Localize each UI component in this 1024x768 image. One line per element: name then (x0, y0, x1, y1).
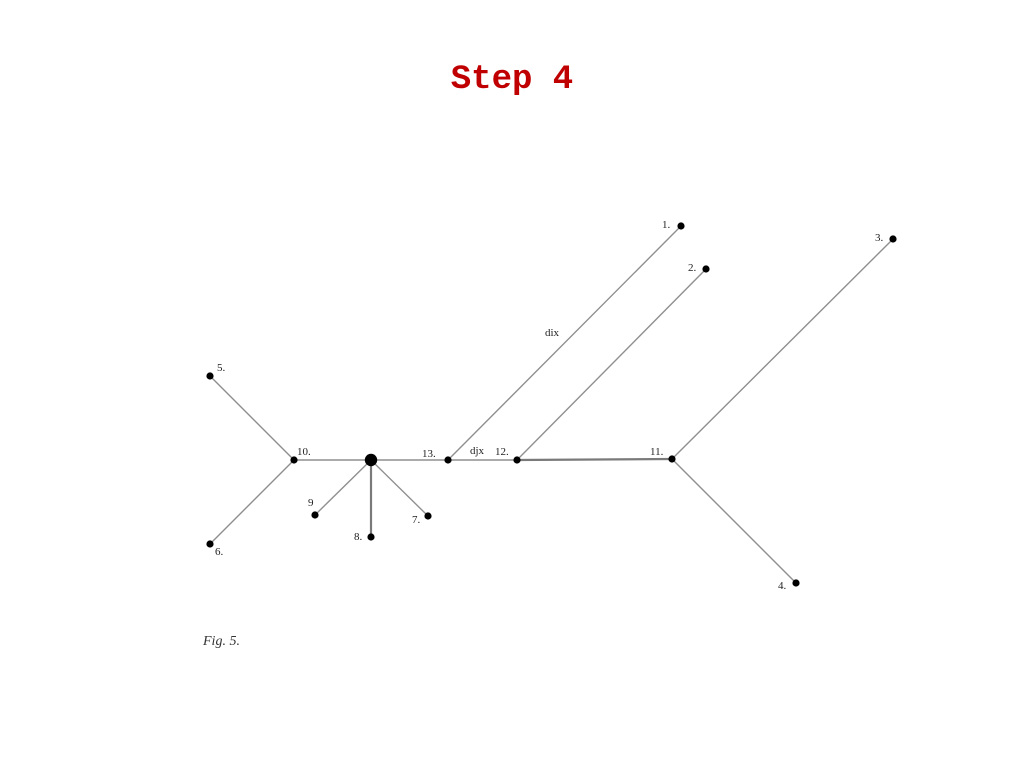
edge-label-djx: djx (470, 445, 485, 457)
node-8 (367, 533, 375, 541)
node-hub (364, 453, 378, 467)
edge-10-6 (209, 459, 295, 545)
node-11 (668, 455, 676, 463)
edge-13-1 (447, 225, 682, 461)
node-2 (702, 265, 710, 273)
tree-labels: 1. 2. 3. 4. 5. 6. 7. 8. 9 10. 13. 12. 11… (215, 219, 884, 592)
node-label-13: 13. (422, 448, 436, 460)
node-12 (513, 456, 521, 464)
edge-hub-9 (314, 459, 372, 516)
node-label-5: 5. (217, 362, 226, 374)
node-13 (444, 456, 452, 464)
tree-edges (209, 225, 894, 584)
node-label-8: 8. (354, 531, 363, 543)
node-label-4: 4. (778, 580, 787, 592)
edge-12-2 (516, 268, 707, 461)
node-label-12: 12. (495, 446, 509, 458)
node-label-11: 11. (650, 446, 664, 458)
node-10 (290, 456, 298, 464)
edge-11-3 (671, 238, 894, 460)
figure-caption: Fig. 5. (203, 634, 240, 649)
node-label-3: 3. (875, 232, 884, 244)
node-5 (206, 372, 214, 380)
edge-label-dix: dix (545, 327, 560, 339)
node-1 (677, 222, 685, 230)
node-7 (424, 512, 432, 520)
tree-nodes (206, 222, 897, 587)
node-9 (311, 511, 319, 519)
slide-title: Step 4 (450, 61, 574, 99)
node-3 (889, 235, 897, 243)
node-4 (792, 579, 800, 587)
node-label-6: 6. (215, 546, 224, 558)
edge-10-5 (209, 375, 295, 461)
edge-11-4 (671, 458, 797, 584)
node-label-1: 1. (662, 219, 671, 231)
edge-12-11 (516, 457, 673, 462)
node-6 (206, 540, 214, 548)
node-label-7: 7. (412, 514, 421, 526)
node-label-9: 9 (308, 497, 314, 509)
node-label-10: 10. (297, 446, 311, 458)
node-label-2: 2. (688, 262, 697, 274)
edge-hub-7 (370, 459, 429, 517)
